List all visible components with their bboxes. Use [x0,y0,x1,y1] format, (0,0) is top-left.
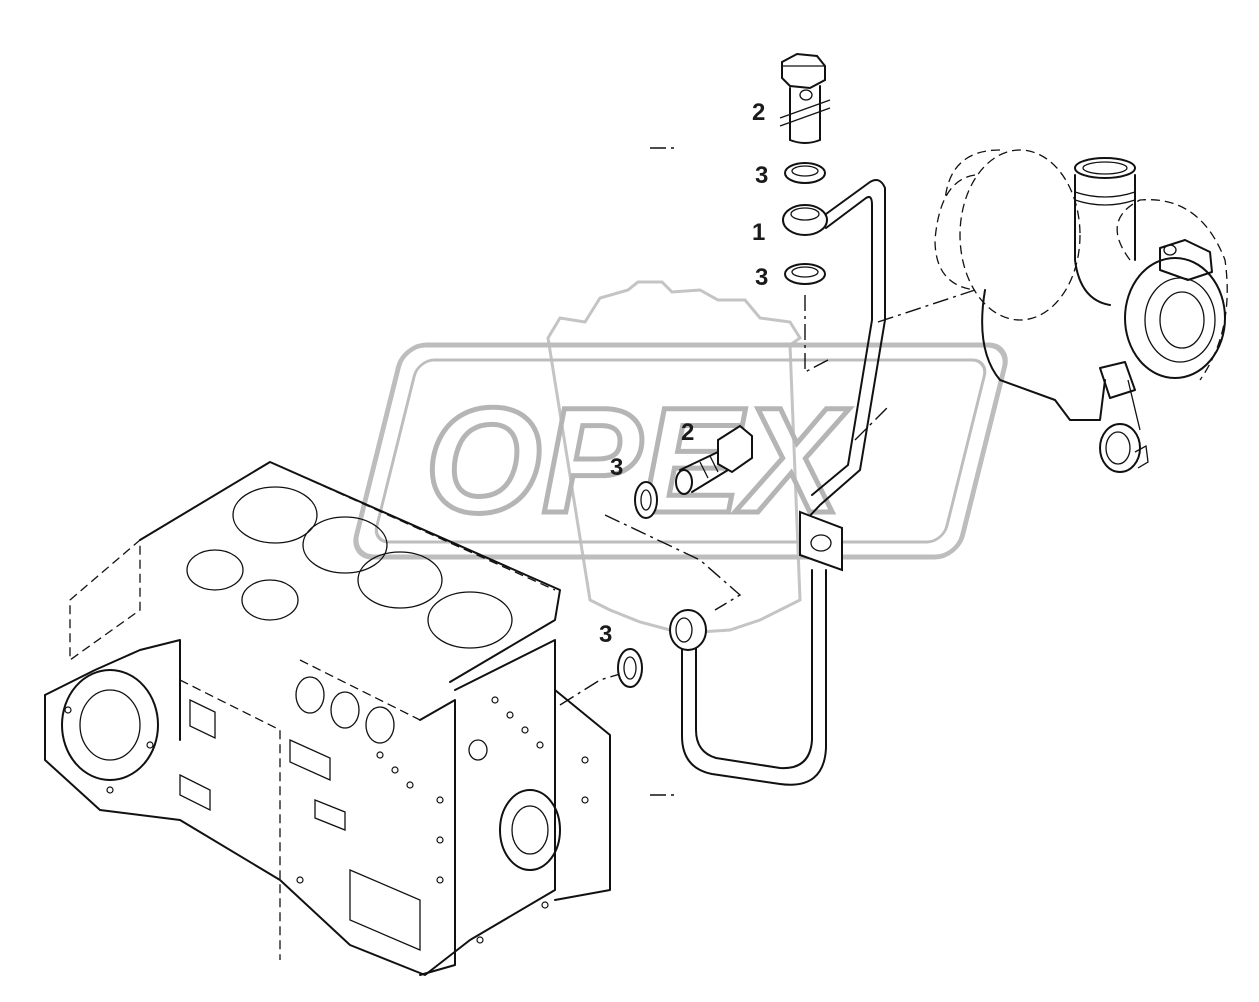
callout-3-lower-a: 3 [610,454,623,481]
engine-block [44,461,611,976]
callout-3-upper-a: 3 [755,162,768,189]
callout-3-lower-b: 3 [599,621,612,648]
callout-2-upper: 2 [752,99,765,126]
banjo-bolt-upper [779,52,831,144]
watermark-frame-inner [374,358,987,544]
banjo-bolt-lower [675,424,753,495]
oil-feed-pipe [669,179,886,786]
callout-1: 1 [752,219,765,246]
watermark-text: OPEX [425,376,850,544]
center-lines [559,147,976,796]
turbocharger [934,149,1228,473]
callout-2-lower: 2 [681,419,694,446]
sealing-washers-upper [784,162,826,285]
opex-watermark: OPEX [353,280,1008,634]
callout-labels: 2 3 1 3 2 3 3 [599,99,768,648]
callout-3-upper-b: 3 [755,264,768,291]
sealing-washers-lower [617,481,658,688]
watermark-frame-outer [353,342,1008,560]
